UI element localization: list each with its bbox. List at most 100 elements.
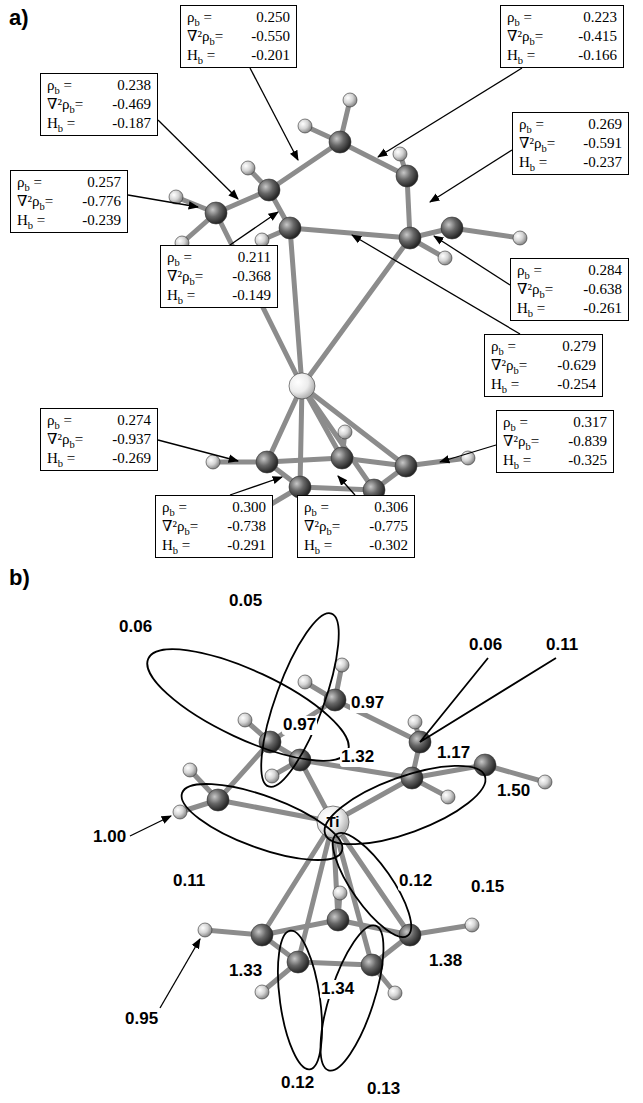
delocalization-index: 0.05 [228,592,263,611]
hydrogen-atom [538,775,552,789]
delocalization-loop [173,768,351,875]
leader-arrow [130,816,171,836]
property-value: -0.187 [112,114,151,133]
bond [302,386,406,466]
bond-property-box: ρb =0.238∇²ρb=-0.469Hb =-0.187 [40,73,158,136]
property-value: 0.284 [583,261,622,280]
property-name: ρb = [47,76,83,95]
delocalization-index: 0.12 [398,872,433,891]
leader-arrow [158,120,238,199]
property-name: Hb = [503,451,539,470]
leader-arrows [128,68,522,495]
delocalization-index: 0.06 [468,636,503,655]
delocalization-index: 1.50 [496,782,531,801]
bond [290,228,410,238]
carbon-atom [441,217,463,239]
property-value: -0.237 [583,153,622,172]
hydrogen-atom [335,658,349,672]
leader-arrow [434,236,510,285]
property-value: -0.239 [82,211,121,230]
hydrogen-atom [441,790,455,804]
property-name: ρb = [167,248,203,267]
property-value: -0.839 [568,432,607,451]
property-name: ∇²ρb= [304,517,340,536]
delocalization-index: 0.95 [124,1010,159,1029]
delocalization-index: 0.11 [545,636,579,655]
leader-arrow [352,235,520,334]
property-name: ρb = [304,498,340,517]
delocalization-loop [134,628,362,783]
atoms [173,658,552,1000]
property-value: 0.274 [112,411,151,430]
carbon-atom [329,131,351,153]
carbon-atom [361,954,383,976]
bond-property-box: ρb =0.284∇²ρb=-0.638Hb =-0.261 [510,258,629,321]
bond-property-box: ρb =0.279∇²ρb=-0.629Hb =-0.254 [484,334,603,397]
bond-sticks [176,100,520,516]
leader-arrow [440,445,496,462]
bond-property-box: ρb =0.257∇²ρb=-0.776Hb =-0.239 [10,170,128,233]
hydrogen-atom [393,147,407,161]
property-value: -0.254 [557,375,596,394]
delocalization-index: 0.12 [280,1074,315,1093]
hydrogen-atom [333,886,347,900]
leader-arrow [158,440,238,461]
property-name: Hb = [304,536,340,555]
carbon-atom [474,754,496,776]
panel-label: b) [8,566,31,590]
bond [270,700,335,742]
leader-arrow [230,212,278,245]
hydrogen-atom [206,455,220,469]
property-value: -0.368 [232,267,271,286]
property-value: -0.469 [112,95,151,114]
property-name: Hb = [47,449,83,468]
bond-sticks [180,665,545,993]
property-name: ∇²ρb= [491,356,527,375]
carbon-atom [399,924,421,946]
bond-property-box: ρb =0.250∇²ρb=-0.550Hb =-0.201 [180,5,297,68]
hydrogen-atom [173,805,187,819]
hydrogen-atom [338,425,352,439]
carbon-atom [279,217,301,239]
property-value: -0.775 [369,517,408,536]
property-name: ρb = [519,115,555,134]
property-name: ρb = [187,8,223,27]
property-name: Hb = [519,153,555,172]
property-name: ∇²ρb= [187,27,223,46]
delocalization-loop [420,658,556,742]
delocalization-index: 0.97 [350,694,385,713]
property-name: Hb = [47,114,83,133]
property-value: -0.291 [227,536,266,555]
titanium-atom [289,373,315,399]
property-value: -0.776 [82,192,121,211]
panel-label: a) [8,6,30,30]
bond [302,386,374,490]
leader-arrow [230,477,282,495]
property-name: Hb = [167,286,203,305]
carbon-atom [331,447,353,469]
property-name: ρb = [517,261,553,280]
property-name: ∇²ρb= [503,432,539,451]
delocalization-index: 0.13 [366,1080,401,1099]
property-value: -0.550 [251,27,290,46]
delocalization-index: 1.32 [340,748,375,767]
carbon-atom [256,451,278,473]
delocalization-loops [134,605,556,1077]
property-value: -0.325 [568,451,607,470]
hydrogen-atom [513,231,527,245]
hydrogen-atom [465,918,479,932]
bond-property-box: ρb =0.211∇²ρb=-0.368Hb =-0.149 [160,245,278,308]
delocalization-index: 1.34 [320,980,355,999]
property-value: -0.149 [232,286,271,305]
property-name: Hb = [507,46,543,65]
hydrogen-atom [298,675,312,689]
leader-arrow [128,195,198,207]
delocalization-index: 0.06 [118,618,153,637]
property-name: ∇²ρb= [47,430,83,449]
property-value: -0.261 [583,299,622,318]
bond [269,142,340,190]
property-value: 0.306 [369,498,408,517]
property-value: -0.638 [583,280,622,299]
property-name: ∇²ρb= [162,517,198,536]
delocalization-index: 1.38 [428,952,463,971]
